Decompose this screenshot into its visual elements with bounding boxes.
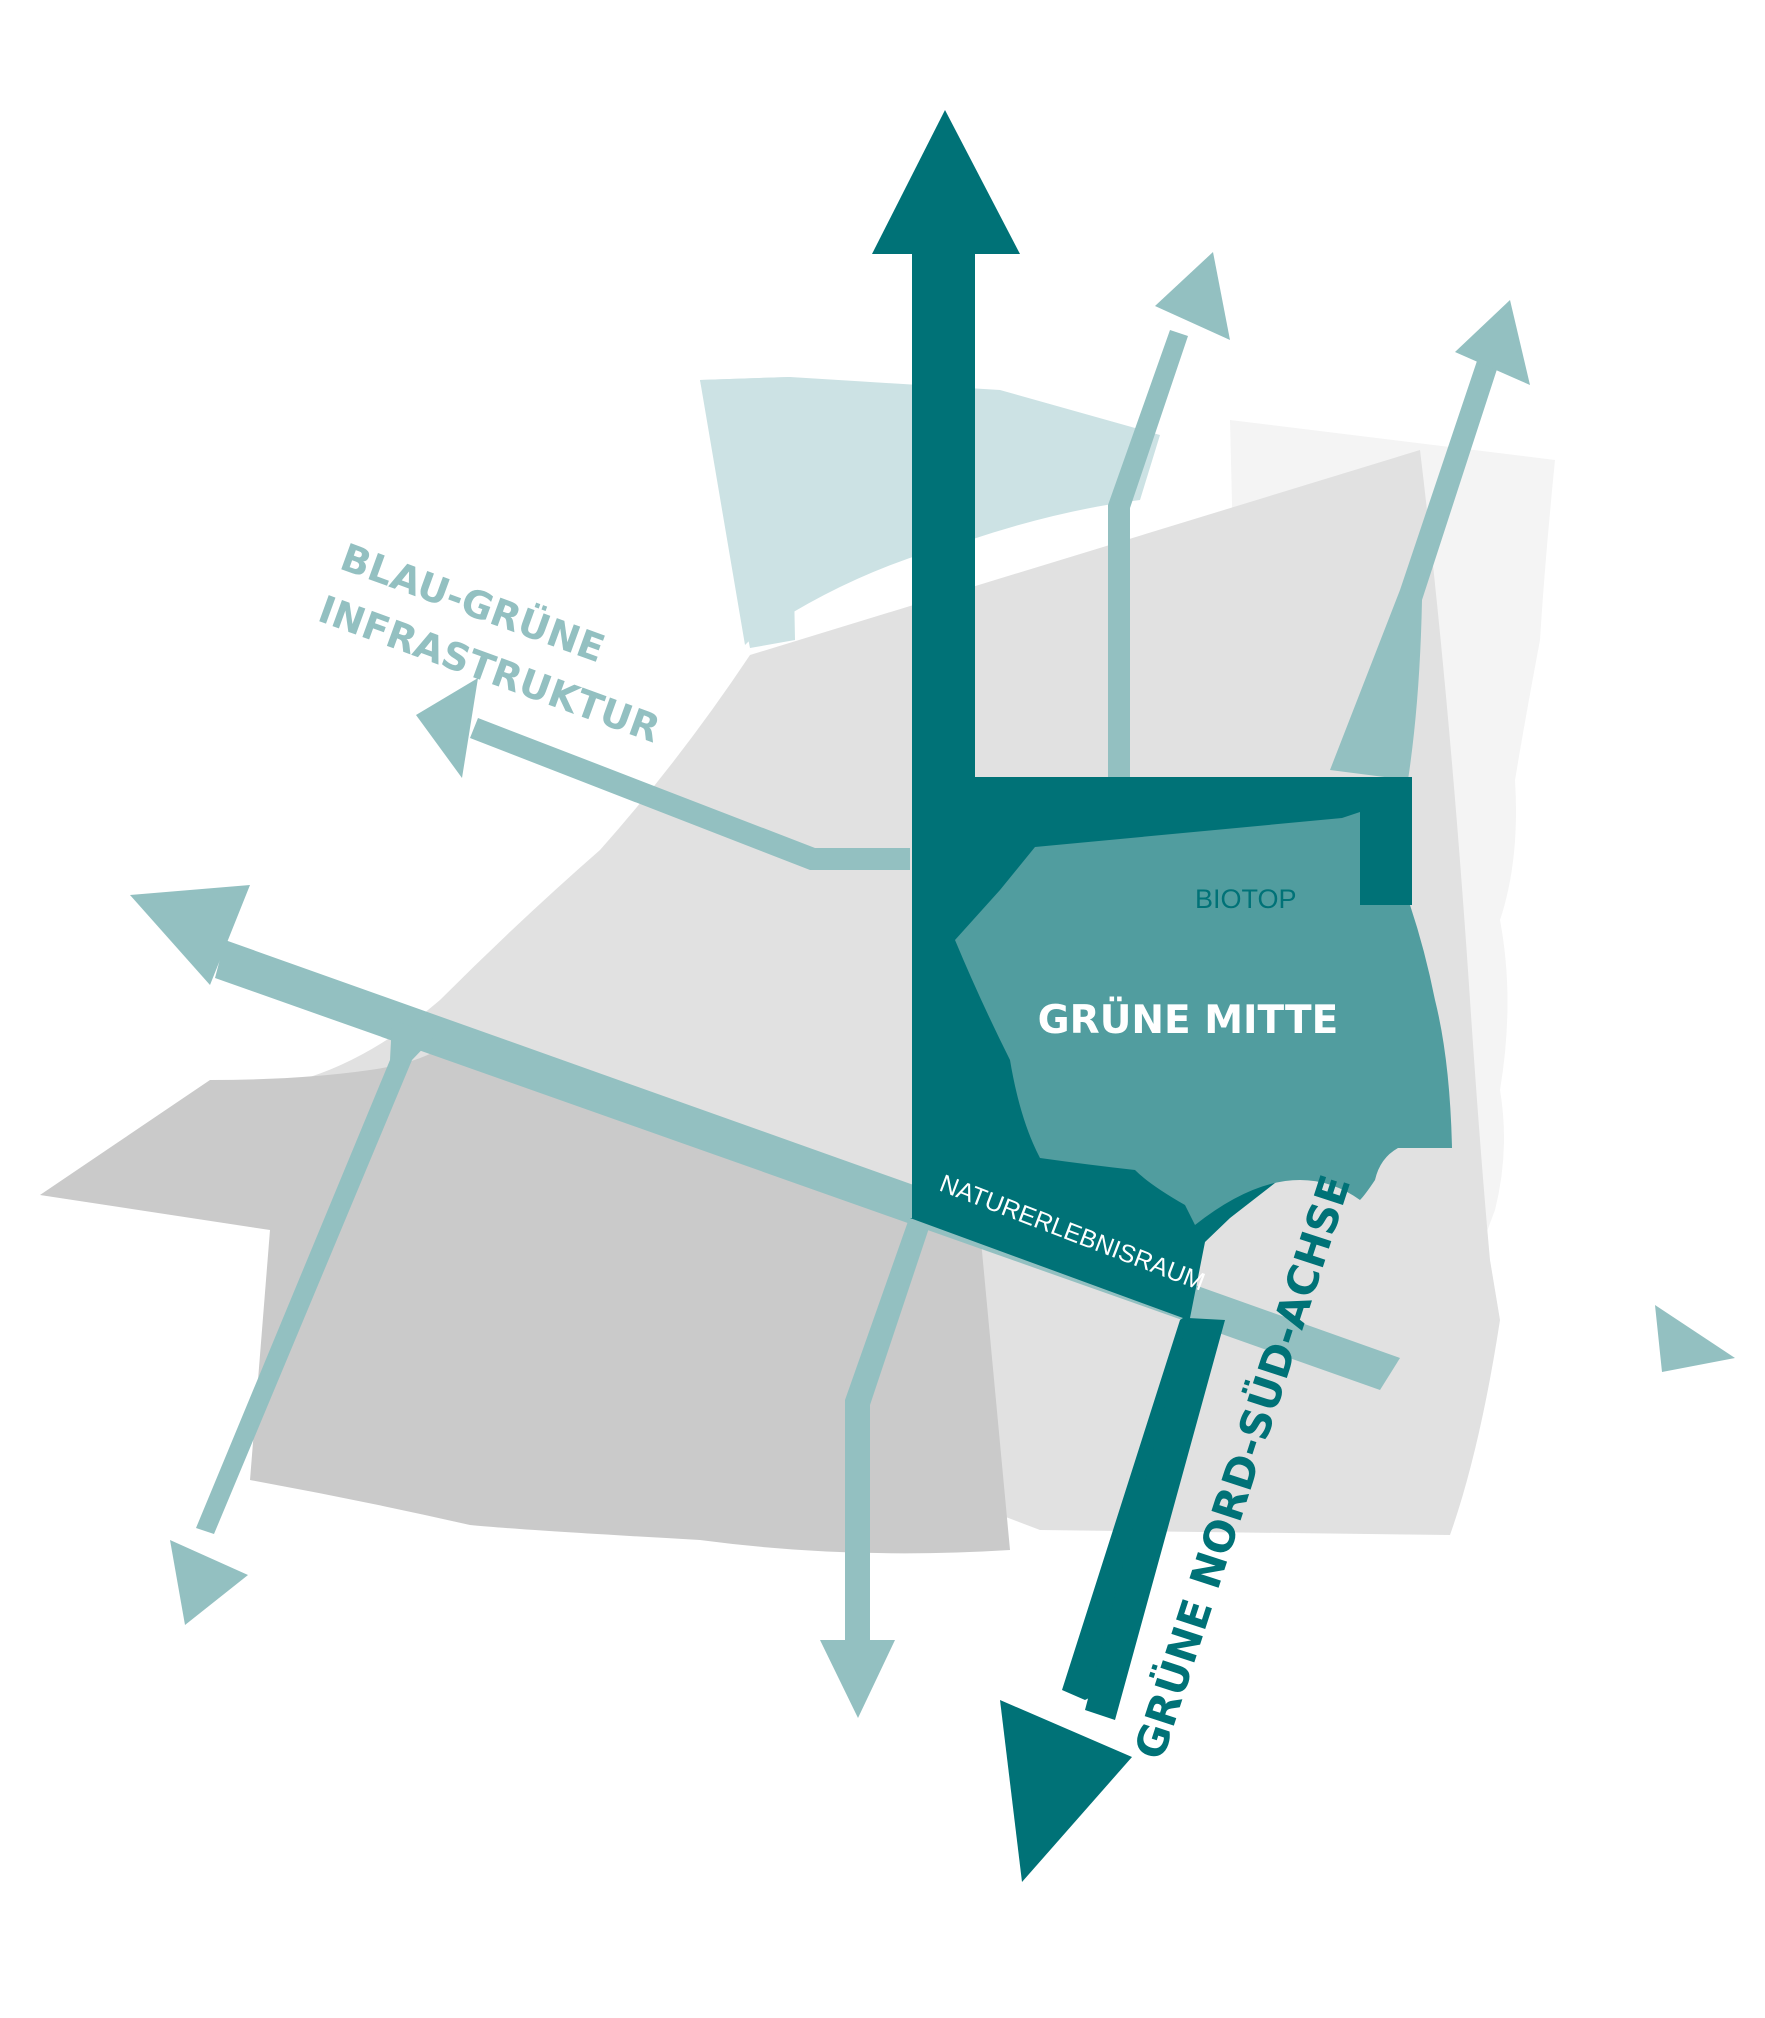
east-west-axis-arrowhead-west — [130, 885, 250, 985]
south-branch — [845, 1210, 935, 1640]
water-area-west — [700, 377, 795, 648]
north-branch-2-arrowhead — [1455, 300, 1530, 385]
north-axis-arrowhead — [872, 110, 1020, 254]
north-branch-1-arrowhead — [1155, 252, 1230, 340]
label-biotop: BIOTOP — [1195, 884, 1297, 914]
north-branch-1 — [1108, 330, 1188, 777]
label-gruene-mitte: GRÜNE MITTE — [1038, 996, 1339, 1043]
south-branch-arrowhead — [820, 1640, 895, 1718]
gruene-mitte-area — [955, 812, 1452, 1225]
east-west-axis-arrowhead-east — [1655, 1305, 1735, 1372]
northwest-branch — [470, 718, 910, 870]
south-axis-shaft-end — [1085, 1318, 1225, 1720]
southwest-branch — [196, 1020, 436, 1534]
south-axis-arrowhead — [1000, 1700, 1132, 1882]
southwest-branch-arrowhead — [170, 1540, 248, 1625]
northwest-branch-arrowhead — [416, 678, 478, 778]
north-branch-2 — [1330, 352, 1500, 780]
